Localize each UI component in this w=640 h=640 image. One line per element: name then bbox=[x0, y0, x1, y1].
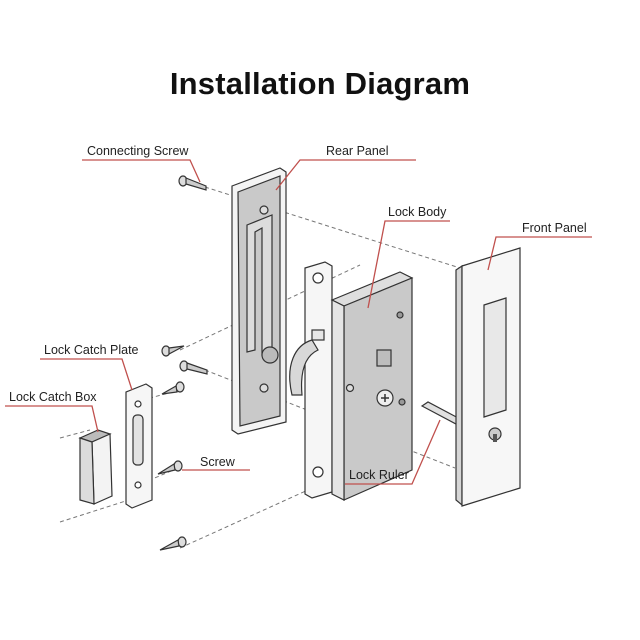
label-lock-body: Lock Body bbox=[367, 205, 450, 309]
lock-catch-plate bbox=[125, 383, 153, 509]
svg-text:Lock Body: Lock Body bbox=[388, 205, 447, 219]
label-lock-catch-box: Lock Catch Box bbox=[5, 390, 99, 433]
wood-screw-icon bbox=[157, 460, 183, 475]
svg-text:Lock Ruler: Lock Ruler bbox=[349, 468, 409, 482]
wood-screw-icon bbox=[159, 536, 187, 551]
wood-screw-icon bbox=[161, 381, 185, 395]
connecting-screw-icon bbox=[179, 360, 208, 375]
wood-screw-icon bbox=[161, 345, 185, 357]
svg-text:Rear Panel: Rear Panel bbox=[326, 144, 389, 158]
screws bbox=[157, 175, 208, 551]
label-lock-catch-plate: Lock Catch Plate bbox=[40, 343, 139, 391]
label-screw: Screw bbox=[182, 455, 250, 471]
svg-text:Screw: Screw bbox=[200, 455, 236, 469]
front-panel bbox=[455, 247, 521, 507]
svg-text:Lock Catch Plate: Lock Catch Plate bbox=[44, 343, 139, 357]
connecting-screw-icon bbox=[178, 175, 207, 191]
diagram-title: Installation Diagram bbox=[169, 66, 471, 101]
rear-panel bbox=[231, 167, 287, 435]
lock-faceplate bbox=[289, 261, 333, 499]
svg-text:Connecting Screw: Connecting Screw bbox=[87, 144, 189, 158]
svg-text:Front Panel: Front Panel bbox=[522, 221, 587, 235]
svg-text:Lock Catch Box: Lock Catch Box bbox=[9, 390, 97, 404]
lock-catch-box bbox=[78, 429, 113, 505]
label-connecting-screw: Connecting Screw bbox=[82, 144, 201, 183]
label-lock-ruler: Lock Ruler bbox=[345, 419, 441, 485]
label-rear-panel: Rear Panel bbox=[275, 144, 416, 191]
label-front-panel: Front Panel bbox=[487, 221, 592, 271]
lock-body bbox=[330, 271, 414, 501]
